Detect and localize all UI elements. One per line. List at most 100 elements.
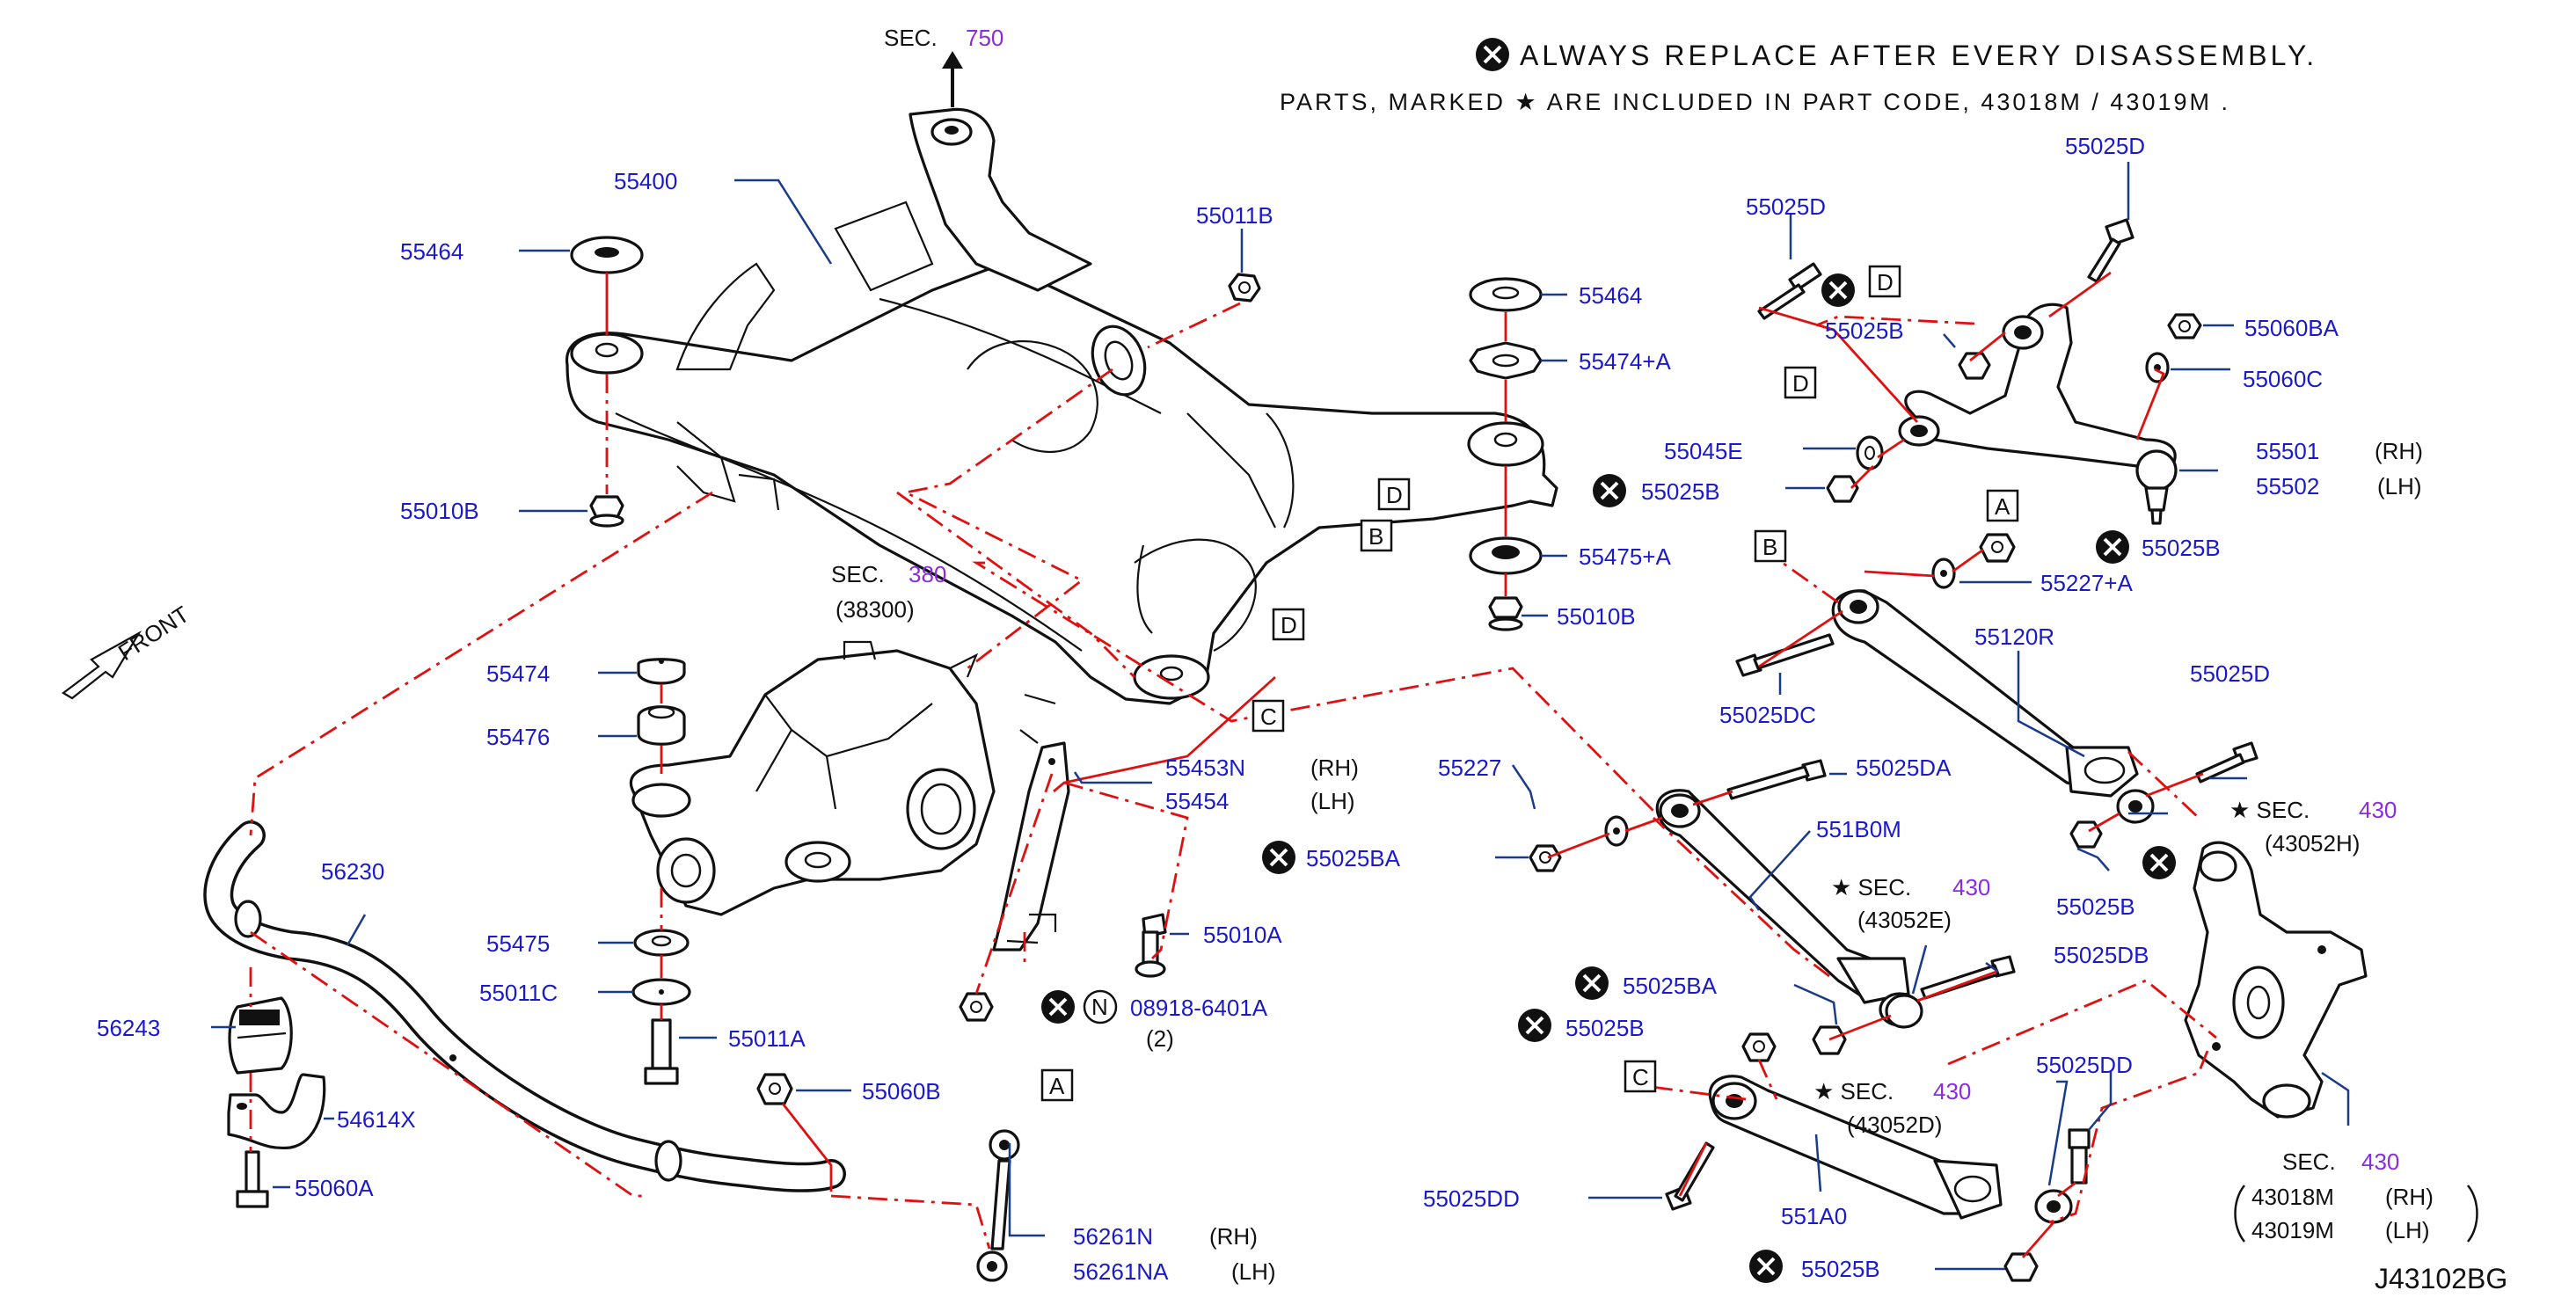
ref-box-d-3[interactable]: D <box>1868 265 1901 298</box>
label-55227a[interactable]: 55227+A <box>2040 570 2133 596</box>
label-55011c[interactable]: 55011C <box>479 980 558 1006</box>
ref-box-a-1[interactable]: A <box>1986 489 2019 522</box>
nut-55010b-right[interactable] <box>1488 596 1523 631</box>
sec-d-num[interactable]: 430 <box>1933 1078 1971 1105</box>
sec-380-num[interactable]: 380 <box>909 561 946 587</box>
mount-55464-left[interactable] <box>570 236 644 274</box>
label-55060c[interactable]: 55060C <box>2243 366 2323 392</box>
label-55045e[interactable]: 55045E <box>1664 438 1743 464</box>
nut-55060b[interactable] <box>756 1073 793 1105</box>
label-551b0m[interactable]: 551B0M <box>1816 816 1901 842</box>
mount-55475[interactable] <box>633 929 690 957</box>
nut-55025b-5[interactable] <box>2003 1252 2039 1282</box>
label-55011b[interactable]: 55011B <box>1196 202 1273 229</box>
label-55025ba-2[interactable]: 55025BA <box>1623 973 1718 999</box>
label-55475a[interactable]: 55475+A <box>1579 543 1671 570</box>
label-55025dd-2[interactable]: 55025DD <box>1423 1185 1520 1212</box>
label-55501[interactable]: 55501 <box>2256 438 2319 464</box>
ref-box-a-2[interactable]: A <box>1040 1068 1074 1102</box>
mount-55474a[interactable] <box>1469 341 1543 380</box>
label-55453n[interactable]: 55453N <box>1165 755 1245 781</box>
nut-55025b-1[interactable] <box>1826 475 1859 503</box>
label-55060b[interactable]: 55060B <box>862 1078 941 1105</box>
label-56230[interactable]: 56230 <box>321 858 384 885</box>
nut-55025b-upper[interactable] <box>1958 352 1991 380</box>
knuckle-43018m[interactable] <box>2184 841 2368 1119</box>
nut-55025ba-1[interactable] <box>1529 844 1562 872</box>
label-55464-left[interactable]: 55464 <box>400 238 463 265</box>
bolt-55025d-3[interactable] <box>2195 741 2259 784</box>
label-55476[interactable]: 55476 <box>486 724 550 750</box>
label-55010b-right[interactable]: 55010B <box>1557 603 1636 630</box>
mount-55476[interactable] <box>637 705 686 746</box>
label-55227[interactable]: 55227 <box>1438 755 1501 781</box>
label-55010a[interactable]: 55010A <box>1203 922 1282 948</box>
label-55060ba[interactable]: 55060BA <box>2244 315 2339 341</box>
label-55025dc[interactable]: 55025DC <box>1719 702 1816 728</box>
label-55025d-1[interactable]: 55025D <box>1746 193 1826 220</box>
washer-55227[interactable] <box>1604 815 1629 847</box>
washer-55011c[interactable] <box>631 978 691 1006</box>
nut-55025b-2[interactable] <box>1979 533 2016 563</box>
bushing-43052e[interactable] <box>1885 994 1923 1029</box>
sec-e-num[interactable]: 430 <box>1952 874 1990 900</box>
label-55025d-2[interactable]: 55025D <box>2065 133 2145 159</box>
bolt-55025db[interactable] <box>1920 955 2016 1000</box>
stabilizer-bar-56230[interactable] <box>203 820 846 1192</box>
nut-55011b[interactable] <box>1228 273 1261 303</box>
nut-55025ba-2[interactable] <box>1812 1025 1847 1055</box>
bolt-55025dc[interactable] <box>1735 633 1835 677</box>
label-55025da[interactable]: 55025DA <box>1856 755 1952 781</box>
label-55475[interactable]: 55475 <box>486 930 550 957</box>
label-55025d-3[interactable]: 55025D <box>2190 660 2270 687</box>
label-08918-6401a[interactable]: 08918-6401A <box>1130 995 1268 1021</box>
label-55025b-2[interactable]: 55025B <box>1825 317 1904 344</box>
mount-55464-right[interactable] <box>1469 277 1543 312</box>
bushing-56243[interactable] <box>228 996 293 1075</box>
sec-h-num[interactable]: 430 <box>2359 797 2397 823</box>
nut-55010b-left[interactable] <box>589 495 624 528</box>
ref-box-b-1[interactable]: B <box>1360 519 1393 552</box>
label-55025db[interactable]: 55025DB <box>2054 942 2149 968</box>
label-54614x[interactable]: 54614X <box>337 1106 416 1133</box>
bolt-55060a[interactable] <box>236 1150 269 1208</box>
ref-box-b-2[interactable]: B <box>1754 529 1787 563</box>
ref-box-c-2[interactable]: C <box>1624 1060 1657 1093</box>
washer-55060c[interactable] <box>2145 352 2170 383</box>
mount-55474[interactable] <box>637 658 686 685</box>
label-55454[interactable]: 55454 <box>1165 788 1229 814</box>
washer-55045e[interactable] <box>1856 435 1884 470</box>
bolt-55010a[interactable] <box>1135 913 1167 978</box>
subframe-55400[interactable] <box>566 107 1558 744</box>
sec-750[interactable]: SEC. 750 <box>884 25 1003 107</box>
label-55025ba-1[interactable]: 55025BA <box>1306 845 1401 871</box>
label-55120r[interactable]: 55120R <box>1974 623 2054 650</box>
label-55011a[interactable]: 55011A <box>728 1025 806 1052</box>
label-56243[interactable]: 56243 <box>97 1015 160 1041</box>
label-56261n[interactable]: 56261N <box>1073 1223 1153 1250</box>
bolt-55025d-2[interactable] <box>2087 218 2135 283</box>
label-55025dd-1[interactable]: 55025DD <box>2036 1052 2133 1078</box>
mount-55475a[interactable] <box>1469 536 1543 575</box>
bracket-55453n[interactable] <box>992 741 1070 951</box>
differential-38300[interactable] <box>629 640 996 916</box>
label-55025b-5[interactable]: 55025B <box>1565 1015 1645 1041</box>
sec-knuckle-num[interactable]: 430 <box>2361 1148 2399 1175</box>
label-55025b-3[interactable]: 55025B <box>2142 535 2221 561</box>
nut-55060ba[interactable] <box>2167 313 2202 339</box>
label-55025b-6[interactable]: 55025B <box>1801 1256 1880 1282</box>
arm-55120r[interactable] <box>1831 589 2139 798</box>
label-55502[interactable]: 55502 <box>2256 473 2319 499</box>
ref-box-d-4[interactable]: D <box>1784 366 1817 399</box>
bolt-55025dd-2[interactable] <box>2068 1128 2091 1185</box>
bolt-55025da[interactable] <box>1726 759 1827 800</box>
label-55060a[interactable]: 55060A <box>295 1175 374 1201</box>
washer-55227a[interactable] <box>1931 558 1956 589</box>
ref-box-d-2[interactable]: D <box>1272 608 1305 641</box>
ref-box-d-1[interactable]: D <box>1377 478 1411 511</box>
label-55025b-4[interactable]: 55025B <box>2056 893 2135 920</box>
stabilizer-link-56261n[interactable] <box>976 1129 1020 1282</box>
ref-box-c-1[interactable]: C <box>1252 699 1285 733</box>
label-56261na[interactable]: 56261NA <box>1073 1258 1169 1285</box>
label-55474[interactable]: 55474 <box>486 660 550 687</box>
